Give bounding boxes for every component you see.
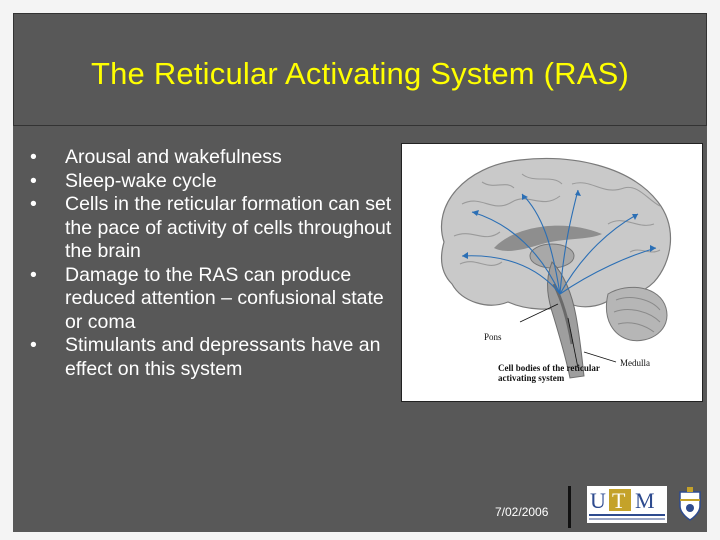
bullet-item: • Damage to the RAS can produce reduced a… bbox=[30, 264, 400, 335]
bullet-text: Stimulants and depressants have an effec… bbox=[65, 334, 381, 380]
utm-logo: U T M bbox=[587, 486, 667, 523]
bullet-text: Damage to the RAS can produce reduced at… bbox=[65, 263, 384, 333]
bullet-text: Arousal and wakefulness bbox=[65, 146, 282, 168]
slide-date: 7/02/2006 bbox=[495, 505, 549, 519]
cerebellum bbox=[606, 286, 668, 342]
bullet-icon: • bbox=[30, 169, 37, 192]
brain-figure: Pons Medulla Cell bodies of the reticula… bbox=[401, 143, 703, 402]
bullet-list: • Arousal and wakefulness • Sleep-wake cyc… bbox=[30, 146, 400, 381]
bullet-item: • Cells in the reticular formation can se… bbox=[30, 193, 400, 264]
university-crest-icon bbox=[678, 486, 702, 522]
label-medulla: Medulla bbox=[620, 358, 650, 368]
bullet-icon: • bbox=[30, 146, 37, 168]
bullet-item: • Stimulants and depressants have an effe… bbox=[30, 334, 400, 381]
svg-text:M: M bbox=[635, 488, 655, 513]
bullet-text: Sleep-wake cycle bbox=[65, 169, 217, 192]
utm-logo-graphic: U T M bbox=[587, 486, 667, 523]
slide-title: The Reticular Activating System (RAS) bbox=[90, 56, 630, 91]
bullet-item: • Arousal and wakefulness bbox=[30, 146, 400, 170]
bullet-text: Cells in the reticular formation can set… bbox=[65, 193, 392, 262]
bullet-item: • Sleep-wake cycle bbox=[30, 170, 400, 194]
brain-illustration bbox=[440, 157, 672, 379]
footer-divider bbox=[568, 486, 571, 528]
label-pons: Pons bbox=[484, 332, 502, 342]
bullet-icon: • bbox=[30, 263, 37, 286]
title-bar: The Reticular Activating System (RAS) bbox=[13, 13, 707, 126]
label-cell-bodies: Cell bodies of the reticular activating … bbox=[498, 363, 600, 383]
ras-projection-arrows bbox=[461, 189, 657, 295]
bullet-icon: • bbox=[30, 334, 37, 356]
svg-text:U: U bbox=[590, 488, 606, 513]
bullet-icon: • bbox=[30, 193, 37, 215]
svg-text:T: T bbox=[612, 488, 626, 513]
